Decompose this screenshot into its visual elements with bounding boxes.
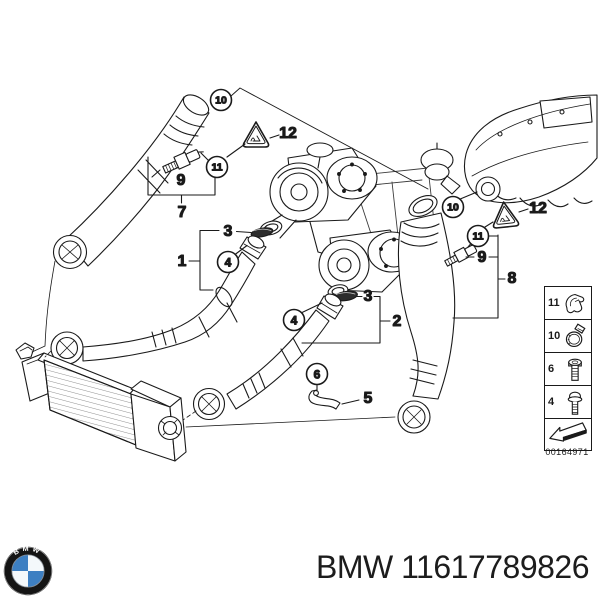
legend-number: 11 [548,297,560,309]
callout-label-9[interactable]: 9 [477,248,487,266]
screw-icon [563,356,587,383]
turbocharger-left [259,143,377,258]
temp-sensor-9-right [443,243,477,268]
intake-manifold [421,95,597,207]
callout-circle-4[interactable]: 4 [218,252,239,273]
callout-layer: 10 12 11 9 7 3 1 4 10 12 11 9 8 3 4 2 6 5 [176,90,548,408]
svg-text:12: 12 [529,200,547,217]
callout-circle-4[interactable]: 4 [284,310,305,331]
svg-text:11: 11 [472,231,483,243]
svg-text:9: 9 [478,249,487,266]
svg-text:7: 7 [178,204,187,221]
image-id: 00164971 [545,447,589,457]
bmw-logo: BMW [3,544,53,596]
legend-item-4[interactable]: 4 [545,386,591,419]
triangle-leaders [485,209,528,227]
svg-text:2: 2 [393,313,402,330]
turbocharger-right [319,230,416,299]
legend-item-6[interactable]: 6 [545,353,591,386]
callout-circle-11[interactable]: 11 [468,226,489,247]
vacuum-actuator [421,143,460,194]
legend-item-10[interactable]: 10 [545,320,591,353]
bracket-5 [309,390,340,409]
legend-item-11[interactable]: 11 [545,287,591,320]
callout-label-5[interactable]: 5 [363,389,373,407]
callout-label-9[interactable]: 9 [176,171,186,189]
callout-circle-6[interactable]: 6 [307,364,328,385]
o-ring-3-left [250,226,273,238]
bracket-lines-7 [148,153,215,203]
hose-clamp-icon [563,322,587,350]
callout-label-2[interactable]: 2 [392,312,402,330]
bolt-icon [563,389,587,416]
callout-label-3[interactable]: 3 [223,222,233,240]
brand-text: BMW [316,549,393,585]
svg-text:4: 4 [225,256,232,270]
charge-air-hose-7 [54,91,213,269]
callout-circle-10[interactable]: 10 [211,90,232,111]
sensor-leader [152,170,160,177]
warning-triangle-icon [243,122,268,147]
svg-text:9: 9 [177,172,186,189]
bracket-lines-1 [189,231,251,291]
legend-number: 6 [548,363,555,375]
hose-clip-icon [563,290,587,317]
legend-direction-cell [545,419,591,450]
callout-label-12[interactable]: 12 [529,199,548,217]
callout-label-3[interactable]: 3 [363,287,373,305]
svg-text:6: 6 [314,368,321,382]
svg-text:11: 11 [211,162,222,174]
part-number-title: BMW 11617789826 [316,549,589,585]
svg-text:8: 8 [508,270,517,287]
callout-label-8[interactable]: 8 [507,269,517,287]
temp-sensor-9-left [161,145,206,174]
bracket-5-leaders [317,385,359,405]
callout-circle-10[interactable]: 10 [443,197,464,218]
svg-text:10: 10 [447,202,459,214]
callout-circle-11[interactable]: 11 [207,157,228,178]
svg-text:5: 5 [364,390,373,407]
svg-text:10: 10 [215,95,227,107]
warning-triangle-icon [491,201,519,228]
legend-number: 4 [548,396,555,408]
svg-text:3: 3 [224,223,233,240]
intercooler [16,343,186,461]
charge-air-hose-8 [398,191,455,433]
perspective-line [231,88,428,189]
triangle-leaders [227,135,279,157]
bracket-lines-2 [301,297,390,344]
direction-arrow-icon [548,419,588,450]
guide-lines [32,261,395,427]
legend-number: 10 [548,330,561,342]
callout-label-12[interactable]: 12 [279,124,298,142]
charge-air-hose-2 [194,292,344,420]
part-number-text: 11617789826 [401,549,589,585]
exploded-parts-drawing: 10 12 11 9 7 3 1 4 10 12 11 9 8 3 4 2 6 5 [0,0,600,540]
callout-label-7[interactable]: 7 [177,203,187,221]
bracket-lines-8 [453,192,505,318]
callout-label-1[interactable]: 1 [177,252,187,270]
svg-text:1: 1 [178,253,187,270]
svg-text:12: 12 [279,125,297,142]
fasteners-legend: 11 10 6 [544,286,592,451]
svg-text:4: 4 [291,314,298,328]
svg-text:3: 3 [364,288,373,305]
